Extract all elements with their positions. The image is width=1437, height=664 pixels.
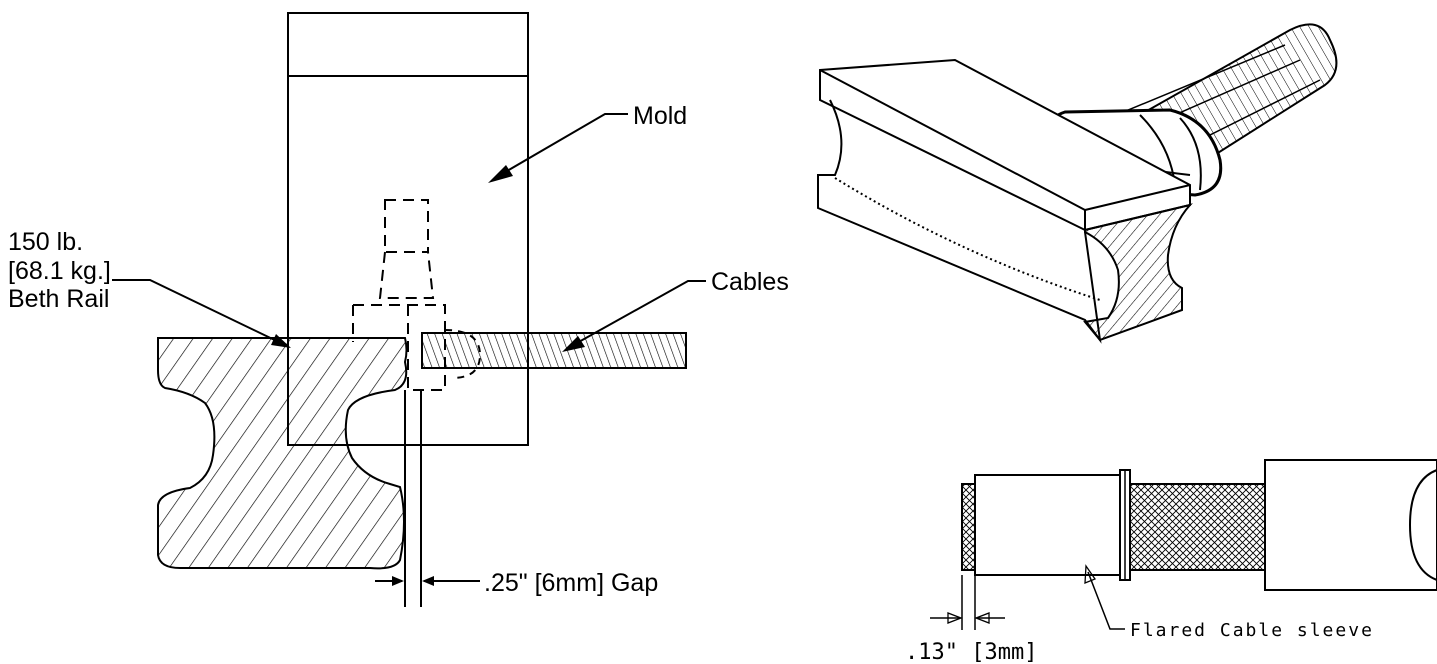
mold-body — [287, 12, 529, 446]
cable-end-left — [961, 483, 977, 571]
mold-leader — [488, 113, 628, 183]
mold-label: Mold — [633, 102, 687, 130]
rail-head-front — [1084, 184, 1191, 211]
sleeve-label: Flared Cable sleeve — [1130, 620, 1374, 641]
rail-web-side — [817, 99, 1102, 344]
cable-exposed-middle — [1129, 483, 1266, 571]
cable-end-arc — [1408, 469, 1437, 581]
rail-label-line3: Beth Rail — [8, 285, 109, 313]
sleeve-dim-label: .13" [3mm] — [905, 640, 1037, 664]
cables-label: Cables — [711, 268, 789, 296]
rail-label-line1: 150 lb. — [8, 228, 83, 256]
dim-arrows — [930, 612, 1005, 624]
mold-section-view: Mold Cables 150 lb. [68.1 kg.] Beth Rail… — [8, 12, 789, 607]
gap-dimension-arrows — [375, 576, 480, 586]
gap-label: .25" [6mm] Gap — [484, 569, 658, 597]
rail-profile — [157, 337, 408, 570]
weld-cavity-outline — [353, 199, 446, 391]
rail-leader — [112, 279, 291, 348]
sleeve-body — [974, 474, 1121, 576]
cables-leader — [562, 280, 706, 352]
rail-perspective-view — [817, 23, 1338, 344]
cable-insulation — [1264, 459, 1437, 591]
rail-web-texture — [834, 177, 1101, 301]
cable — [421, 332, 687, 369]
rail-end-section — [1083, 203, 1193, 342]
rail-head-edge — [819, 69, 1086, 211]
sleeve-detail-view: Flared Cable sleeve .13" [3mm] — [905, 459, 1437, 664]
sleeve-leader — [1084, 564, 1125, 630]
rail-label-line2: [68.1 kg.] — [8, 257, 111, 285]
